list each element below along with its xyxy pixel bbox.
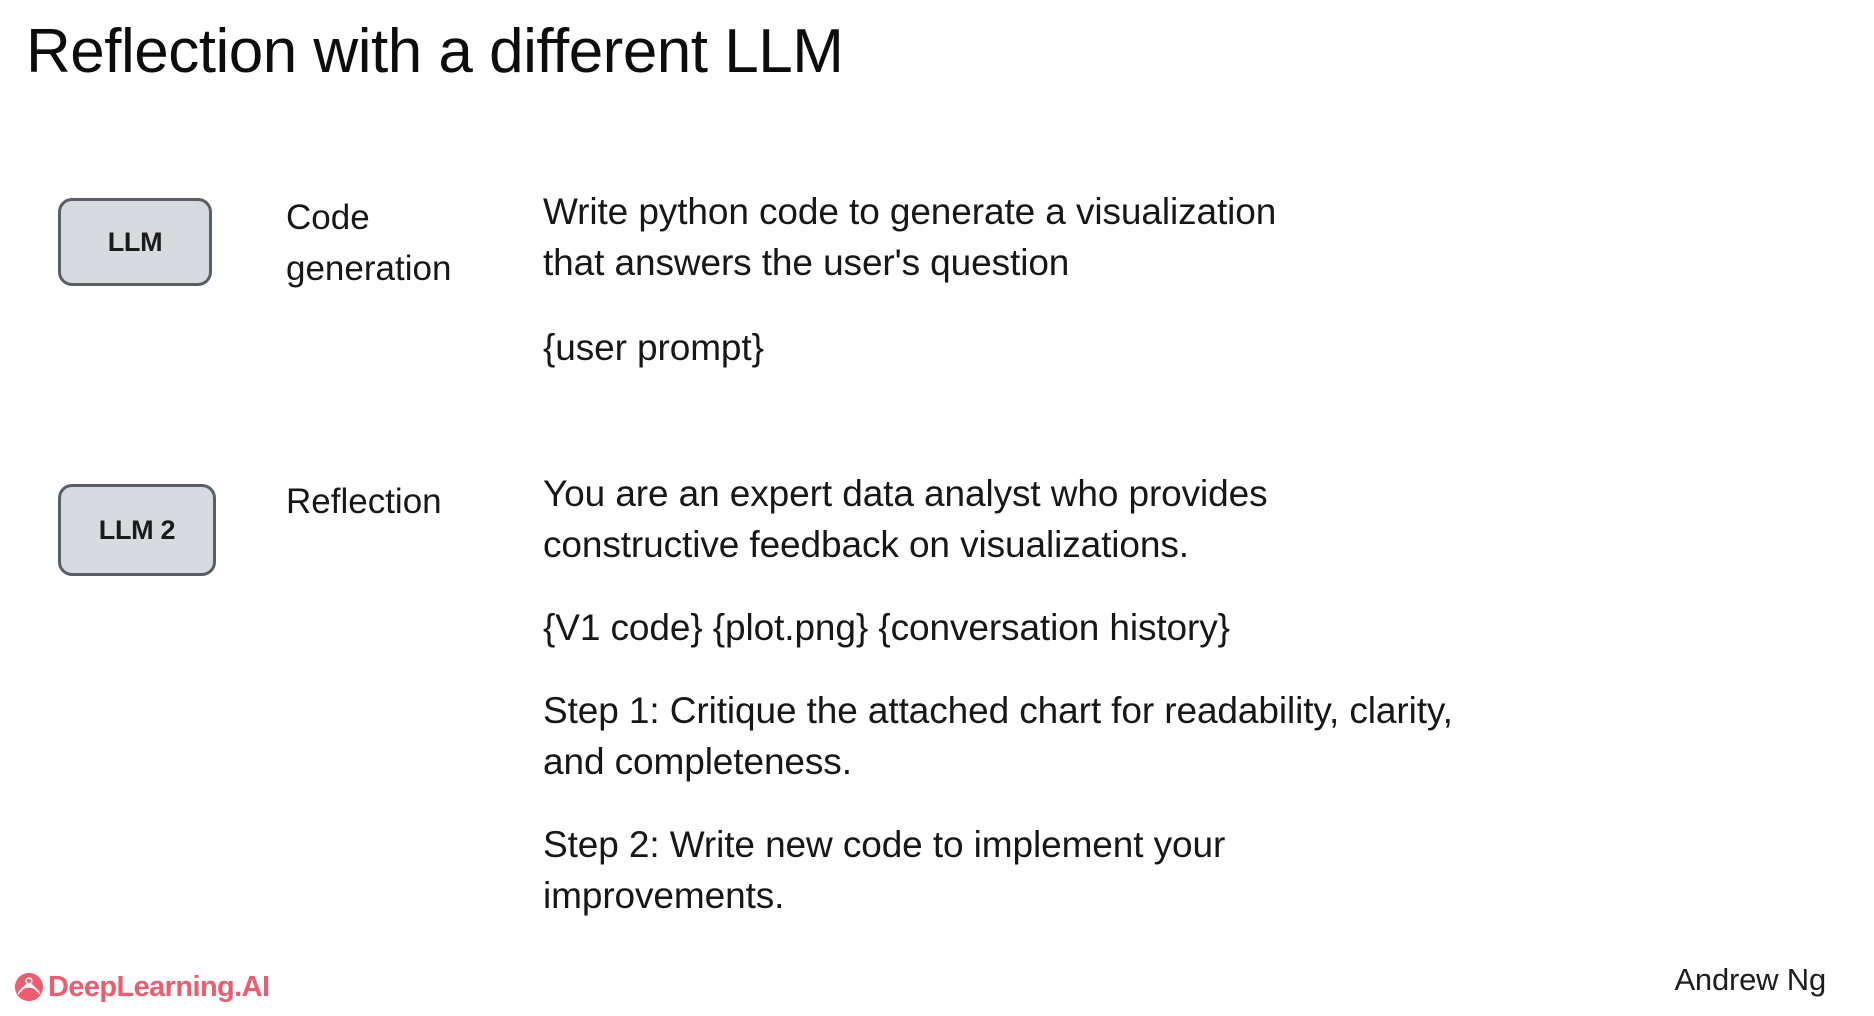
prompt-column-code-generation: Write python code to generate a visualiz…: [543, 186, 1874, 373]
llm-badge-1: LLM: [58, 198, 212, 286]
deeplearning-ai-logo-icon: [14, 972, 44, 1002]
prompt-text-reflection-system: You are an expert data analyst who provi…: [543, 473, 1268, 565]
prompt-text-code-generation-instruction: Write python code to generate a visualiz…: [543, 191, 1277, 283]
prompt-text-reflection-step-1: Step 1: Critique the attached chart for …: [543, 690, 1453, 782]
stage-label-reflection: Reflection: [286, 482, 442, 521]
deeplearning-ai-logo: DeepLearning.AI: [14, 970, 270, 1003]
prompt-text-reflection-step-2: Step 2: Write new code to implement your…: [543, 824, 1226, 916]
prompt-column-reflection: You are an expert data analyst who provi…: [543, 468, 1874, 921]
badge-column-code-generation: LLM: [0, 186, 286, 286]
badge-column-reflection: LLM 2: [0, 468, 286, 576]
author-credit: Andrew Ng: [1674, 962, 1826, 997]
stage-label-code-generation: Code generation: [286, 198, 452, 288]
page-title: Reflection with a different LLM: [26, 17, 844, 86]
row-reflection: LLM 2 Reflection You are an expert data …: [0, 468, 1874, 921]
prompt-text-reflection-inputs: {V1 code} {plot.png} {conversation histo…: [543, 607, 1230, 648]
deeplearning-ai-logo-text: DeepLearning.AI: [48, 970, 270, 1003]
row-code-generation: LLM Code generation Write python code to…: [0, 186, 1874, 373]
llm-badge-2: LLM 2: [58, 484, 216, 576]
prompt-text-user-prompt-placeholder: {user prompt}: [543, 327, 764, 368]
